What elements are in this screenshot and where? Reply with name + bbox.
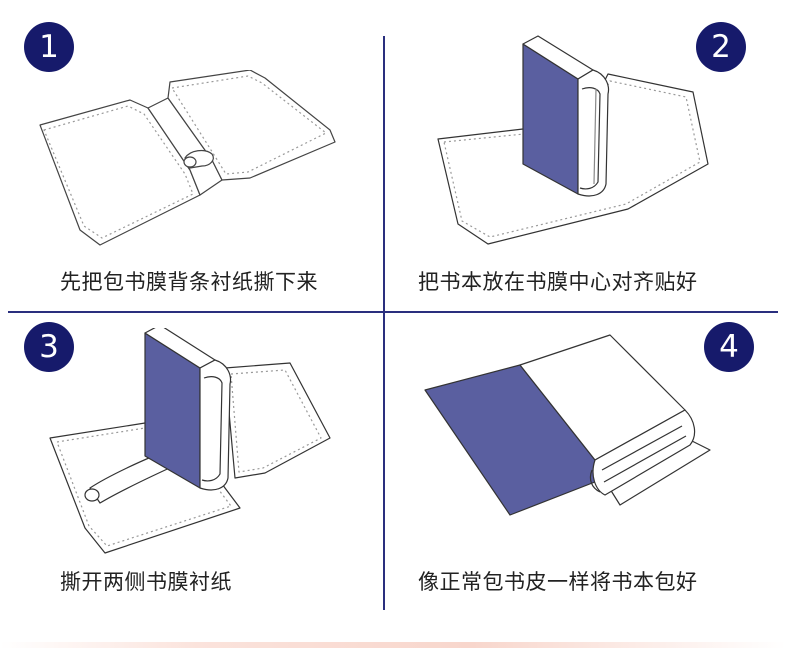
step-4-illustration	[424, 334, 711, 516]
step-1-caption: 先把包书膜背条衬纸撕下来	[60, 270, 318, 294]
step-1-illustration	[39, 70, 336, 246]
step-4-caption: 像正常包书皮一样将书本包好	[418, 570, 698, 594]
step-2-illustration	[437, 35, 709, 245]
step-4-badge: 4	[704, 322, 754, 372]
bottom-accent-line	[0, 642, 786, 648]
step-2-badge: 2	[696, 22, 746, 72]
horizontal-divider	[8, 311, 778, 313]
step-2-caption: 把书本放在书膜中心对齐贴好	[418, 270, 698, 294]
step-3-caption: 撕开两侧书膜衬纸	[60, 570, 232, 594]
vertical-divider	[383, 36, 385, 610]
step-3-illustration	[49, 328, 331, 554]
step-1-badge: 1	[24, 22, 74, 72]
step-3-badge: 3	[24, 322, 74, 372]
